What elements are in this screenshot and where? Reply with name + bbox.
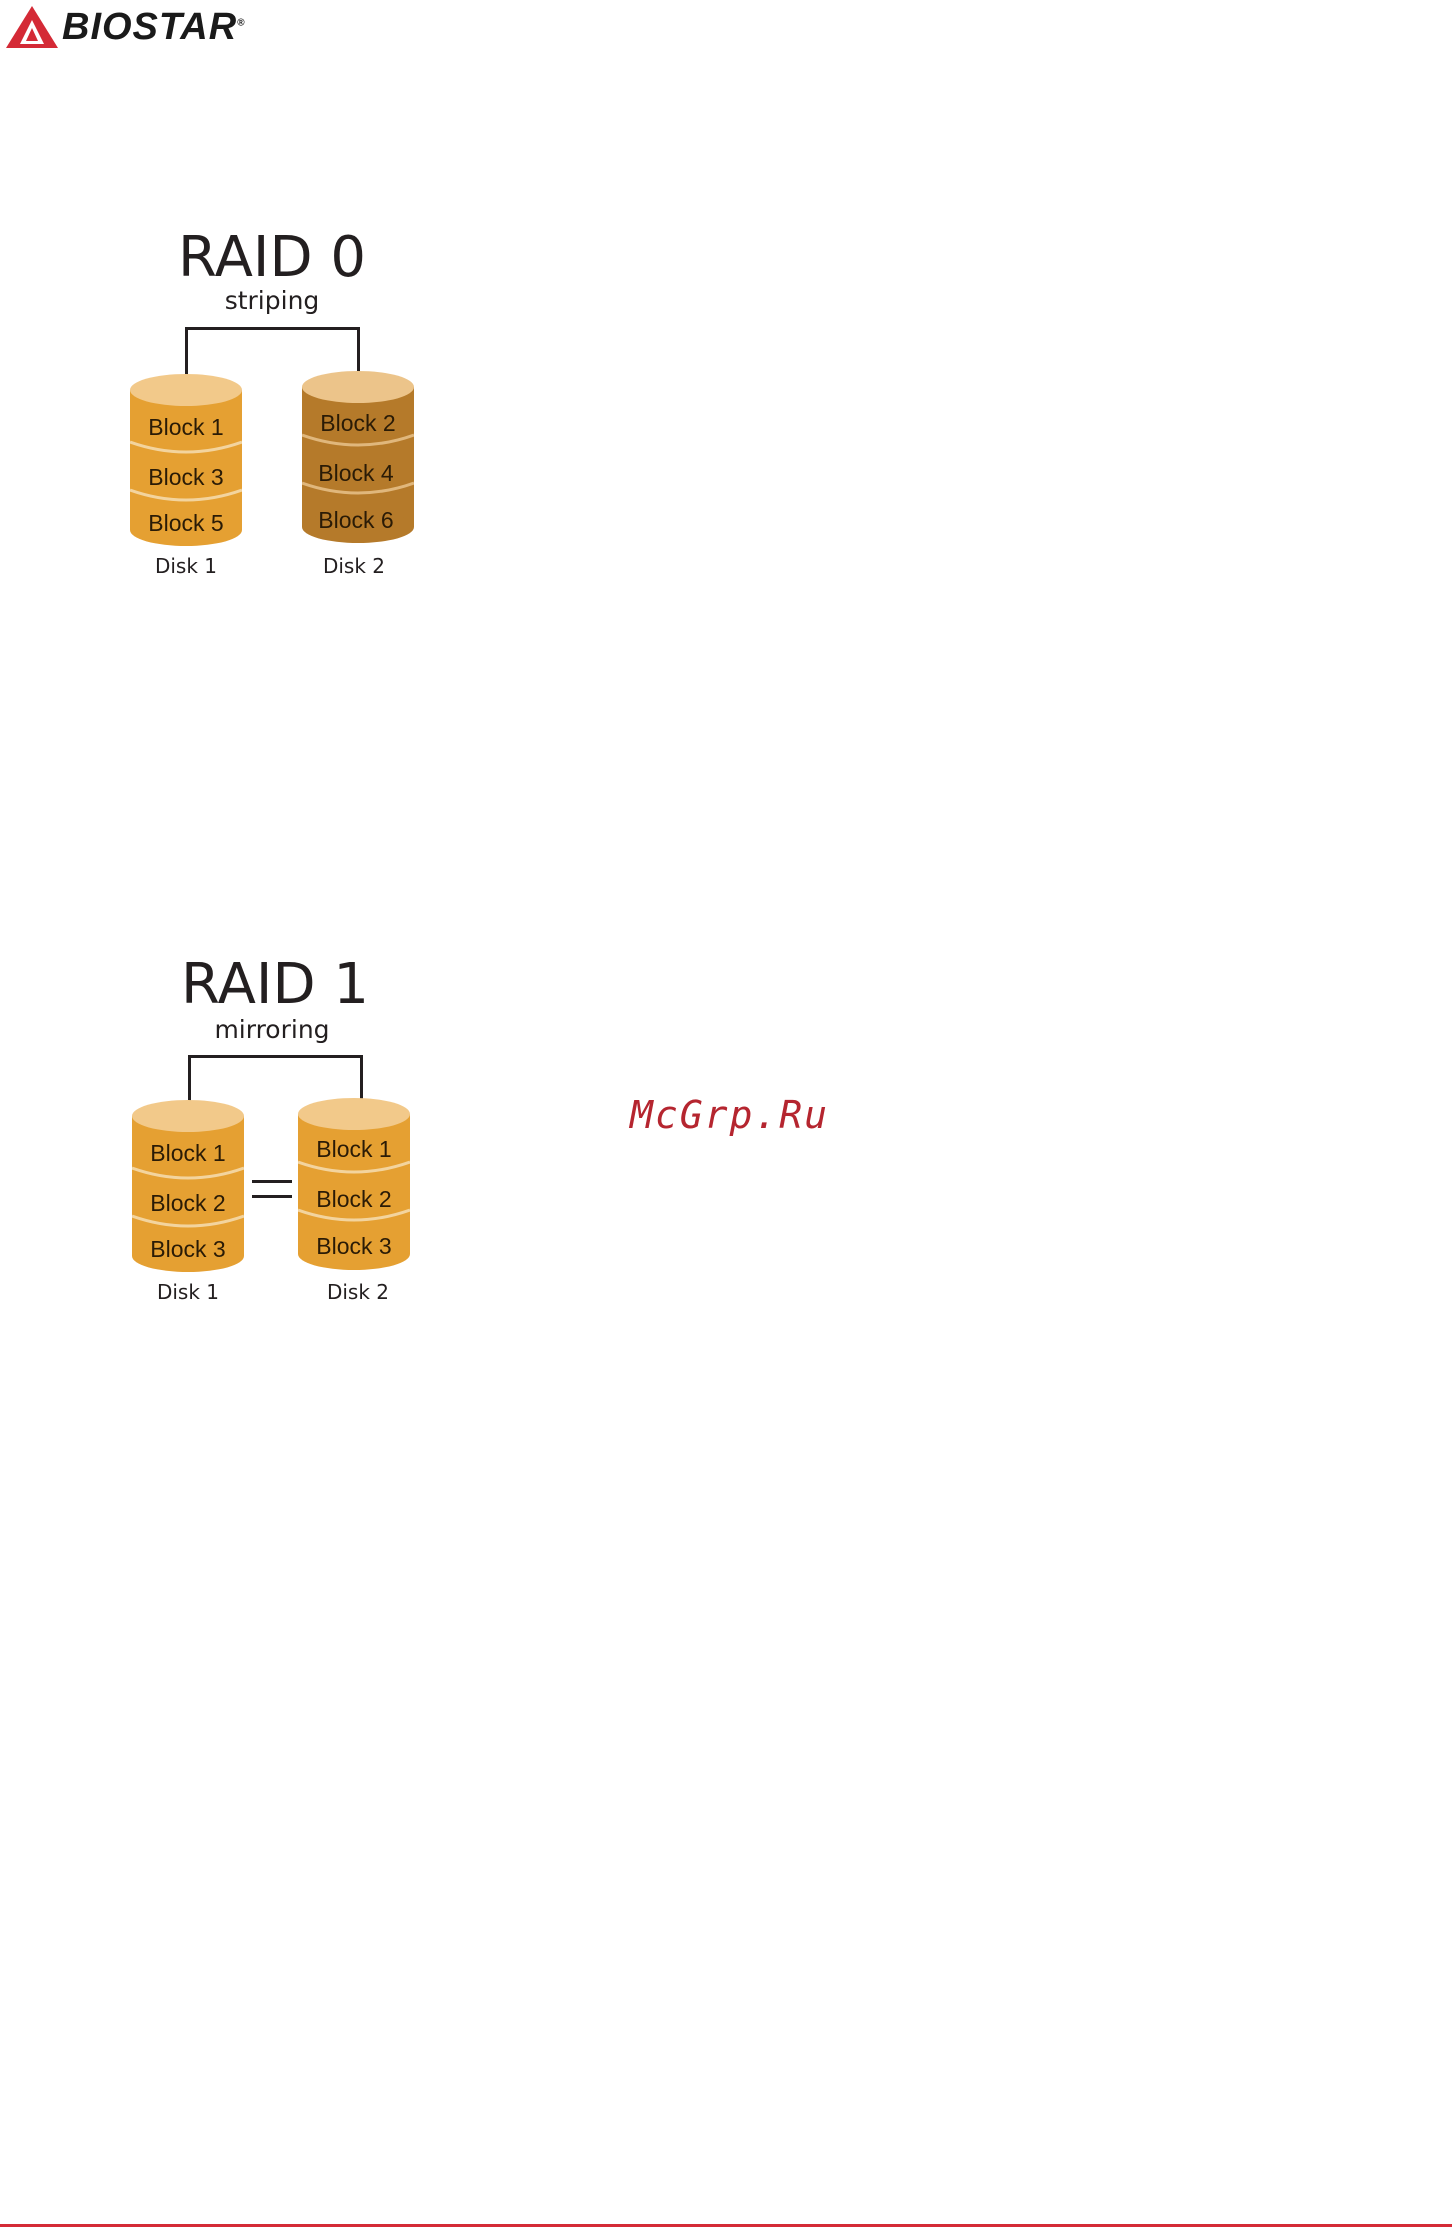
raid0-disk-2 [302, 369, 414, 545]
raid0-disk-1-label: Disk 1 [126, 556, 246, 576]
disk-cylinder-icon [132, 1098, 244, 1274]
disk-cylinder-icon [302, 369, 414, 545]
raid1-subtitle: mirroring [72, 1017, 472, 1042]
disk-cylinder-icon [130, 372, 242, 548]
raid1-disk-2-label: Disk 2 [298, 1282, 418, 1302]
footer-rule [0, 2224, 1452, 2227]
equals-sign-top [252, 1180, 292, 1183]
raid0-title: RAID 0 [72, 230, 472, 286]
disk-cylinder-icon [298, 1096, 410, 1272]
raid0-subtitle: striping [72, 288, 472, 313]
raid1-disk-1 [132, 1098, 244, 1274]
raid1-title: RAID 1 [75, 957, 475, 1013]
raid0-bracket-top [185, 327, 360, 330]
raid0-disk-2-label: Disk 2 [294, 556, 414, 576]
raid0-disk-1 [130, 372, 242, 548]
raid1-disk-2 [298, 1096, 410, 1272]
brand-logo: BIOSTAR® [4, 2, 246, 52]
raid1-disk-1-label: Disk 1 [128, 1282, 248, 1302]
biostar-triangle-icon [4, 4, 60, 50]
raid1-bracket-top [188, 1055, 363, 1058]
watermark-text: McGrp.Ru [630, 1096, 829, 1134]
equals-sign-bottom [252, 1195, 292, 1198]
brand-name: BIOSTAR® [62, 6, 246, 49]
